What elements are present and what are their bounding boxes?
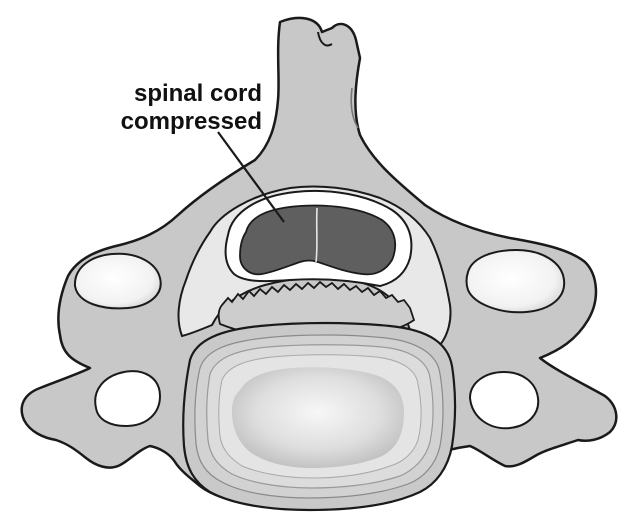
facet-joint-left (75, 254, 161, 309)
spinal-cord-midline (316, 208, 317, 262)
nucleus-pulposus (232, 367, 404, 468)
annotation-line-1: spinal cord (72, 80, 262, 108)
transverse-foramen-left (95, 371, 160, 426)
annotation-label: spinal cord compressed (72, 80, 262, 136)
transverse-foramen-right (470, 372, 538, 428)
facet-joint-right (467, 250, 565, 312)
annotation-line-2: compressed (72, 108, 262, 136)
